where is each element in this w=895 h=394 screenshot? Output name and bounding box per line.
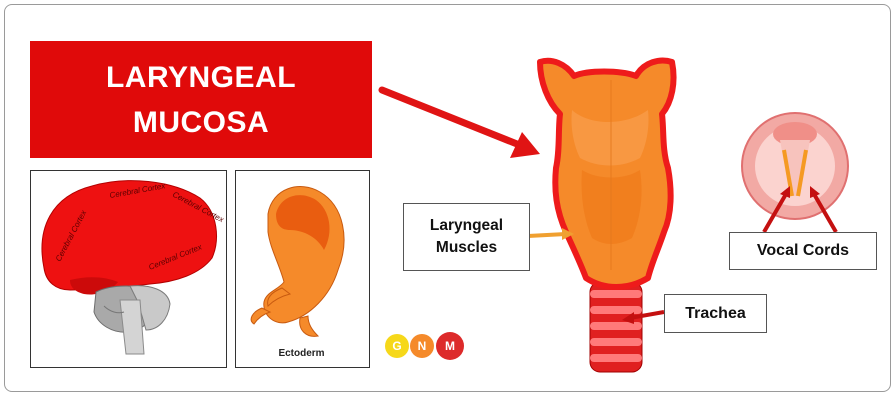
pointer-arrow [382,90,540,158]
embryo-caption: Ectoderm [235,348,368,359]
trachea-label: Trachea [664,294,767,333]
laryngeal-muscles-line-1: Laryngeal [430,215,503,237]
laryngeal-muscles-line-2: Muscles [436,237,497,259]
trachea-rings [590,282,642,372]
gnm-logo: G N M [385,332,464,360]
laryngeal-muscles-label: Laryngeal Muscles [403,203,530,271]
larynx-illustration [540,61,674,372]
vocal-cords-illustration [742,113,848,219]
embryo-illustration [251,187,344,337]
logo-letter-m: M [445,339,455,353]
logo-letter-n: N [418,339,427,353]
logo-letter-g: G [392,339,401,353]
vocal-cords-label: Vocal Cords [729,232,877,270]
